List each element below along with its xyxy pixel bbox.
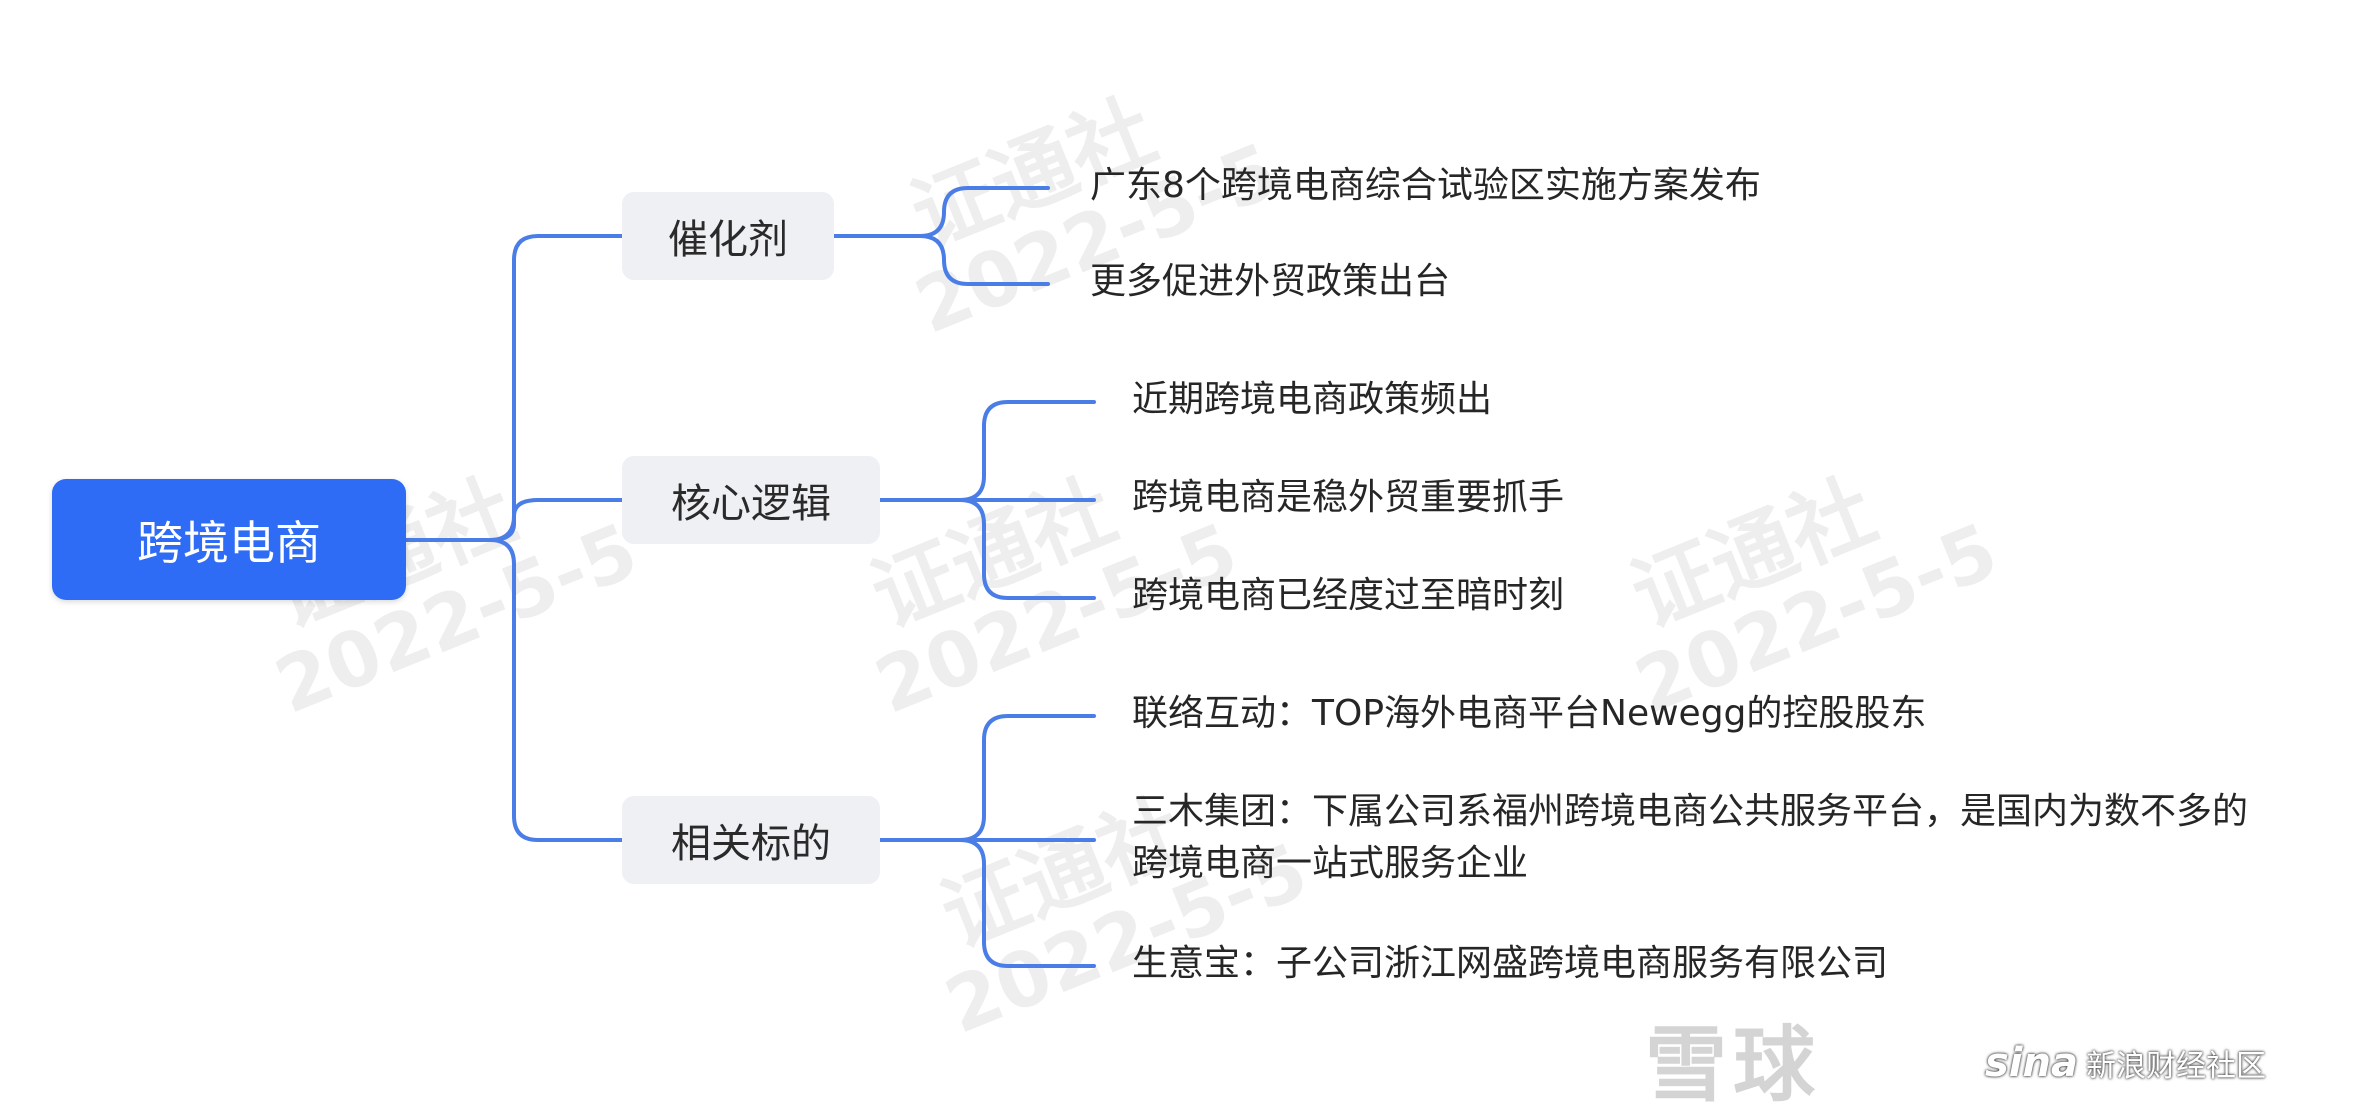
branch-node-core-logic[interactable]: 核心逻辑 — [622, 456, 880, 544]
root-node[interactable]: 跨境电商 — [52, 479, 406, 600]
leaf-targets-2-line1: 三木集团：下属公司系福州跨境电商公共服务平台，是国内为数不多的 — [1132, 791, 2249, 832]
leaf-logic-2[interactable]: 跨境电商是稳外贸重要抓手 — [1132, 477, 1565, 518]
connector-logic-3 — [878, 498, 1096, 600]
sina-logo-mark: sina — [1985, 1040, 2078, 1086]
connector-logic-1 — [878, 400, 1096, 502]
connector-catalyst-1 — [832, 186, 1050, 238]
branch-node-targets[interactable]: 相关标的 — [622, 796, 880, 884]
connector-targets-3 — [878, 838, 1096, 968]
sina-logo-text: 新浪财经社区 — [2086, 1049, 2266, 1084]
leaf-targets-2-line2: 跨境电商一站式服务企业 — [1132, 843, 1529, 884]
connector-targets-1 — [878, 714, 1096, 842]
leaf-logic-3[interactable]: 跨境电商已经度过至暗时刻 — [1132, 575, 1565, 616]
leaf-logic-1[interactable]: 近期跨境电商政策频出 — [1132, 379, 1493, 420]
branch-node-catalyst[interactable]: 催化剂 — [622, 192, 834, 280]
leaf-catalyst-1[interactable]: 广东8个跨境电商综合试验区实施方案发布 — [1090, 165, 1761, 206]
leaf-targets-1[interactable]: 联络互动：TOP海外电商平台Newegg的控股股东 — [1132, 693, 1927, 734]
leaf-targets-3[interactable]: 生意宝：子公司浙江网盛跨境电商服务有限公司 — [1132, 943, 1889, 984]
connector-root-targets — [404, 538, 624, 842]
connector-root-catalyst — [404, 234, 624, 542]
leaf-targets-2[interactable]: 三木集团：下属公司系福州跨境电商公共服务平台，是国内为数不多的 跨境电商一站式服… — [1132, 786, 2248, 890]
xueqiu-logo: 雪球 — [1645, 1018, 1822, 1113]
connector-catalyst-2 — [832, 234, 1050, 286]
leaf-catalyst-2[interactable]: 更多促进外贸政策出台 — [1090, 261, 1451, 302]
